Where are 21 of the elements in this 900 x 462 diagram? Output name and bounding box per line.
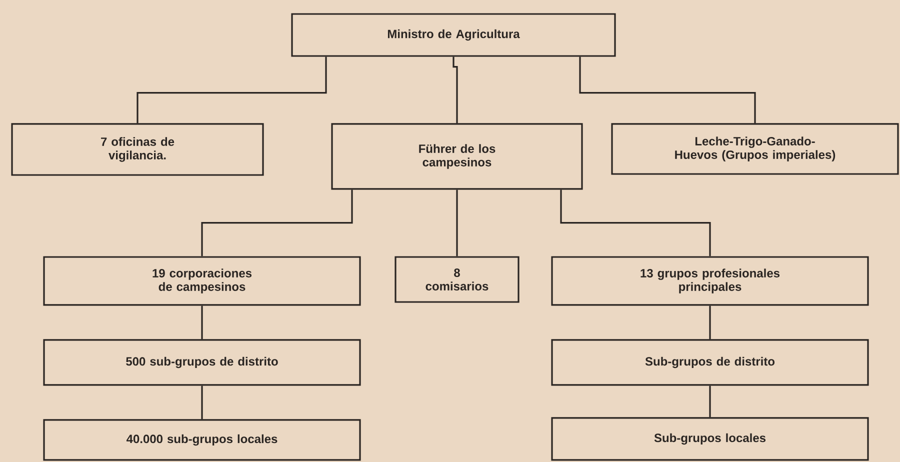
connector-line <box>452 56 458 124</box>
org-box: 8 comisarios <box>394 256 520 303</box>
connector-line <box>136 56 327 124</box>
org-box: 7 oficinas de vigilancia. <box>11 123 264 176</box>
org-box: Sub-grupos de distrito <box>551 339 869 386</box>
connector-line <box>560 190 711 256</box>
org-box: Leche-Trigo-Ganado-Huevos (Grupos imperiales) <box>611 123 899 175</box>
org-box: 19 corporaciones de campesinos <box>43 256 361 306</box>
org-box: 13 grupos profesionales principales <box>551 256 869 306</box>
connector-line <box>456 190 458 256</box>
connector-line <box>201 190 353 256</box>
org-box: Führer de los campesinos <box>331 123 583 190</box>
connector-line <box>201 306 203 340</box>
connector-line <box>709 306 711 340</box>
org-box: 500 sub-grupos de distrito <box>43 339 361 386</box>
org-box: Ministro de Agricultura <box>291 13 616 57</box>
org-box: Sub-grupos locales <box>551 417 869 461</box>
connector-line <box>201 386 203 420</box>
connector-line <box>579 56 756 124</box>
connector-line <box>709 386 711 418</box>
org-box: 40.000 sub-grupos locales <box>43 419 361 461</box>
